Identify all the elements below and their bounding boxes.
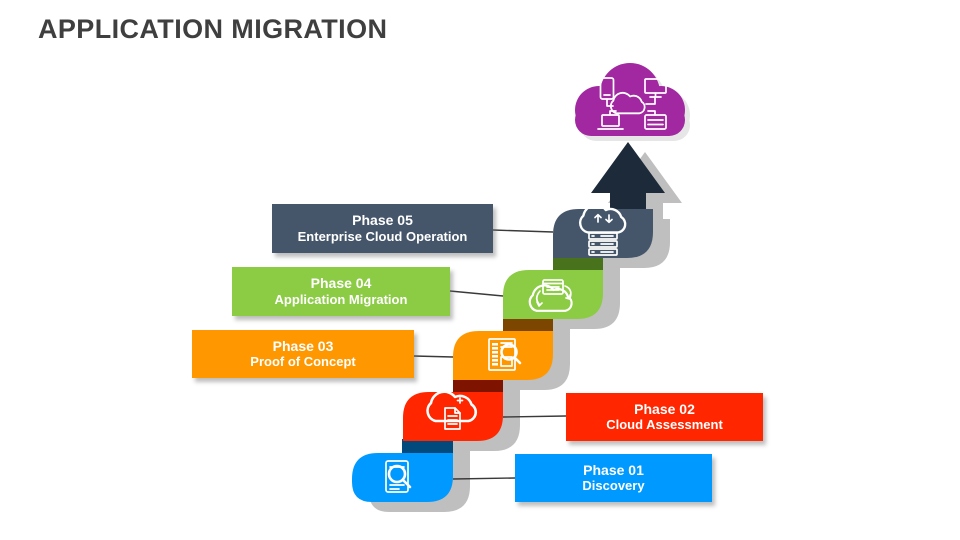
phase-number: Phase 04 bbox=[310, 275, 372, 292]
step-riser-2 bbox=[453, 378, 503, 394]
cloud-shape bbox=[575, 63, 685, 136]
phase-name: Enterprise Cloud Operation bbox=[297, 228, 468, 244]
connector-line bbox=[449, 290, 504, 297]
phase-05-label-box: Phase 05 Enterprise Cloud Operation bbox=[272, 204, 493, 253]
page-title: APPLICATION MIGRATION bbox=[38, 14, 388, 44]
phase-04-label-box: Phase 04 Application Migration bbox=[232, 267, 450, 316]
step-riser-3 bbox=[503, 317, 553, 333]
up-arrow-icon bbox=[591, 142, 665, 214]
cloud-document-icon bbox=[426, 390, 478, 430]
cloud-server-icon bbox=[578, 203, 627, 256]
connector-line bbox=[502, 415, 567, 418]
phase-number: Phase 01 bbox=[583, 461, 644, 478]
report-magnifier-icon bbox=[488, 338, 522, 371]
phase-name: Cloud Assessment bbox=[606, 417, 723, 433]
phase-name: Discovery bbox=[582, 478, 645, 494]
document-search-icon bbox=[385, 460, 412, 493]
phase-number: Phase 05 bbox=[352, 212, 413, 229]
connector-lines bbox=[413, 229, 567, 480]
connector-line bbox=[413, 355, 454, 358]
phase-name: Proof of Concept bbox=[250, 354, 356, 370]
connector-line bbox=[492, 229, 554, 233]
step-riser-1 bbox=[402, 439, 453, 455]
phase-name: Application Migration bbox=[274, 291, 408, 307]
phase-number: Phase 03 bbox=[272, 337, 334, 354]
phase-step-1 bbox=[352, 453, 453, 502]
phase-03-label-box: Phase 03 Proof of Concept bbox=[192, 330, 414, 378]
phase-01-label-box: Phase 01 Discovery bbox=[515, 454, 712, 502]
step-riser-4 bbox=[553, 256, 603, 272]
phase-02-label-box: Phase 02 Cloud Assessment bbox=[566, 393, 763, 441]
cloud-migration-icon bbox=[528, 279, 573, 312]
cloud-network-icon bbox=[597, 77, 667, 130]
connector-line bbox=[452, 477, 516, 480]
phase-number: Phase 02 bbox=[634, 400, 695, 417]
